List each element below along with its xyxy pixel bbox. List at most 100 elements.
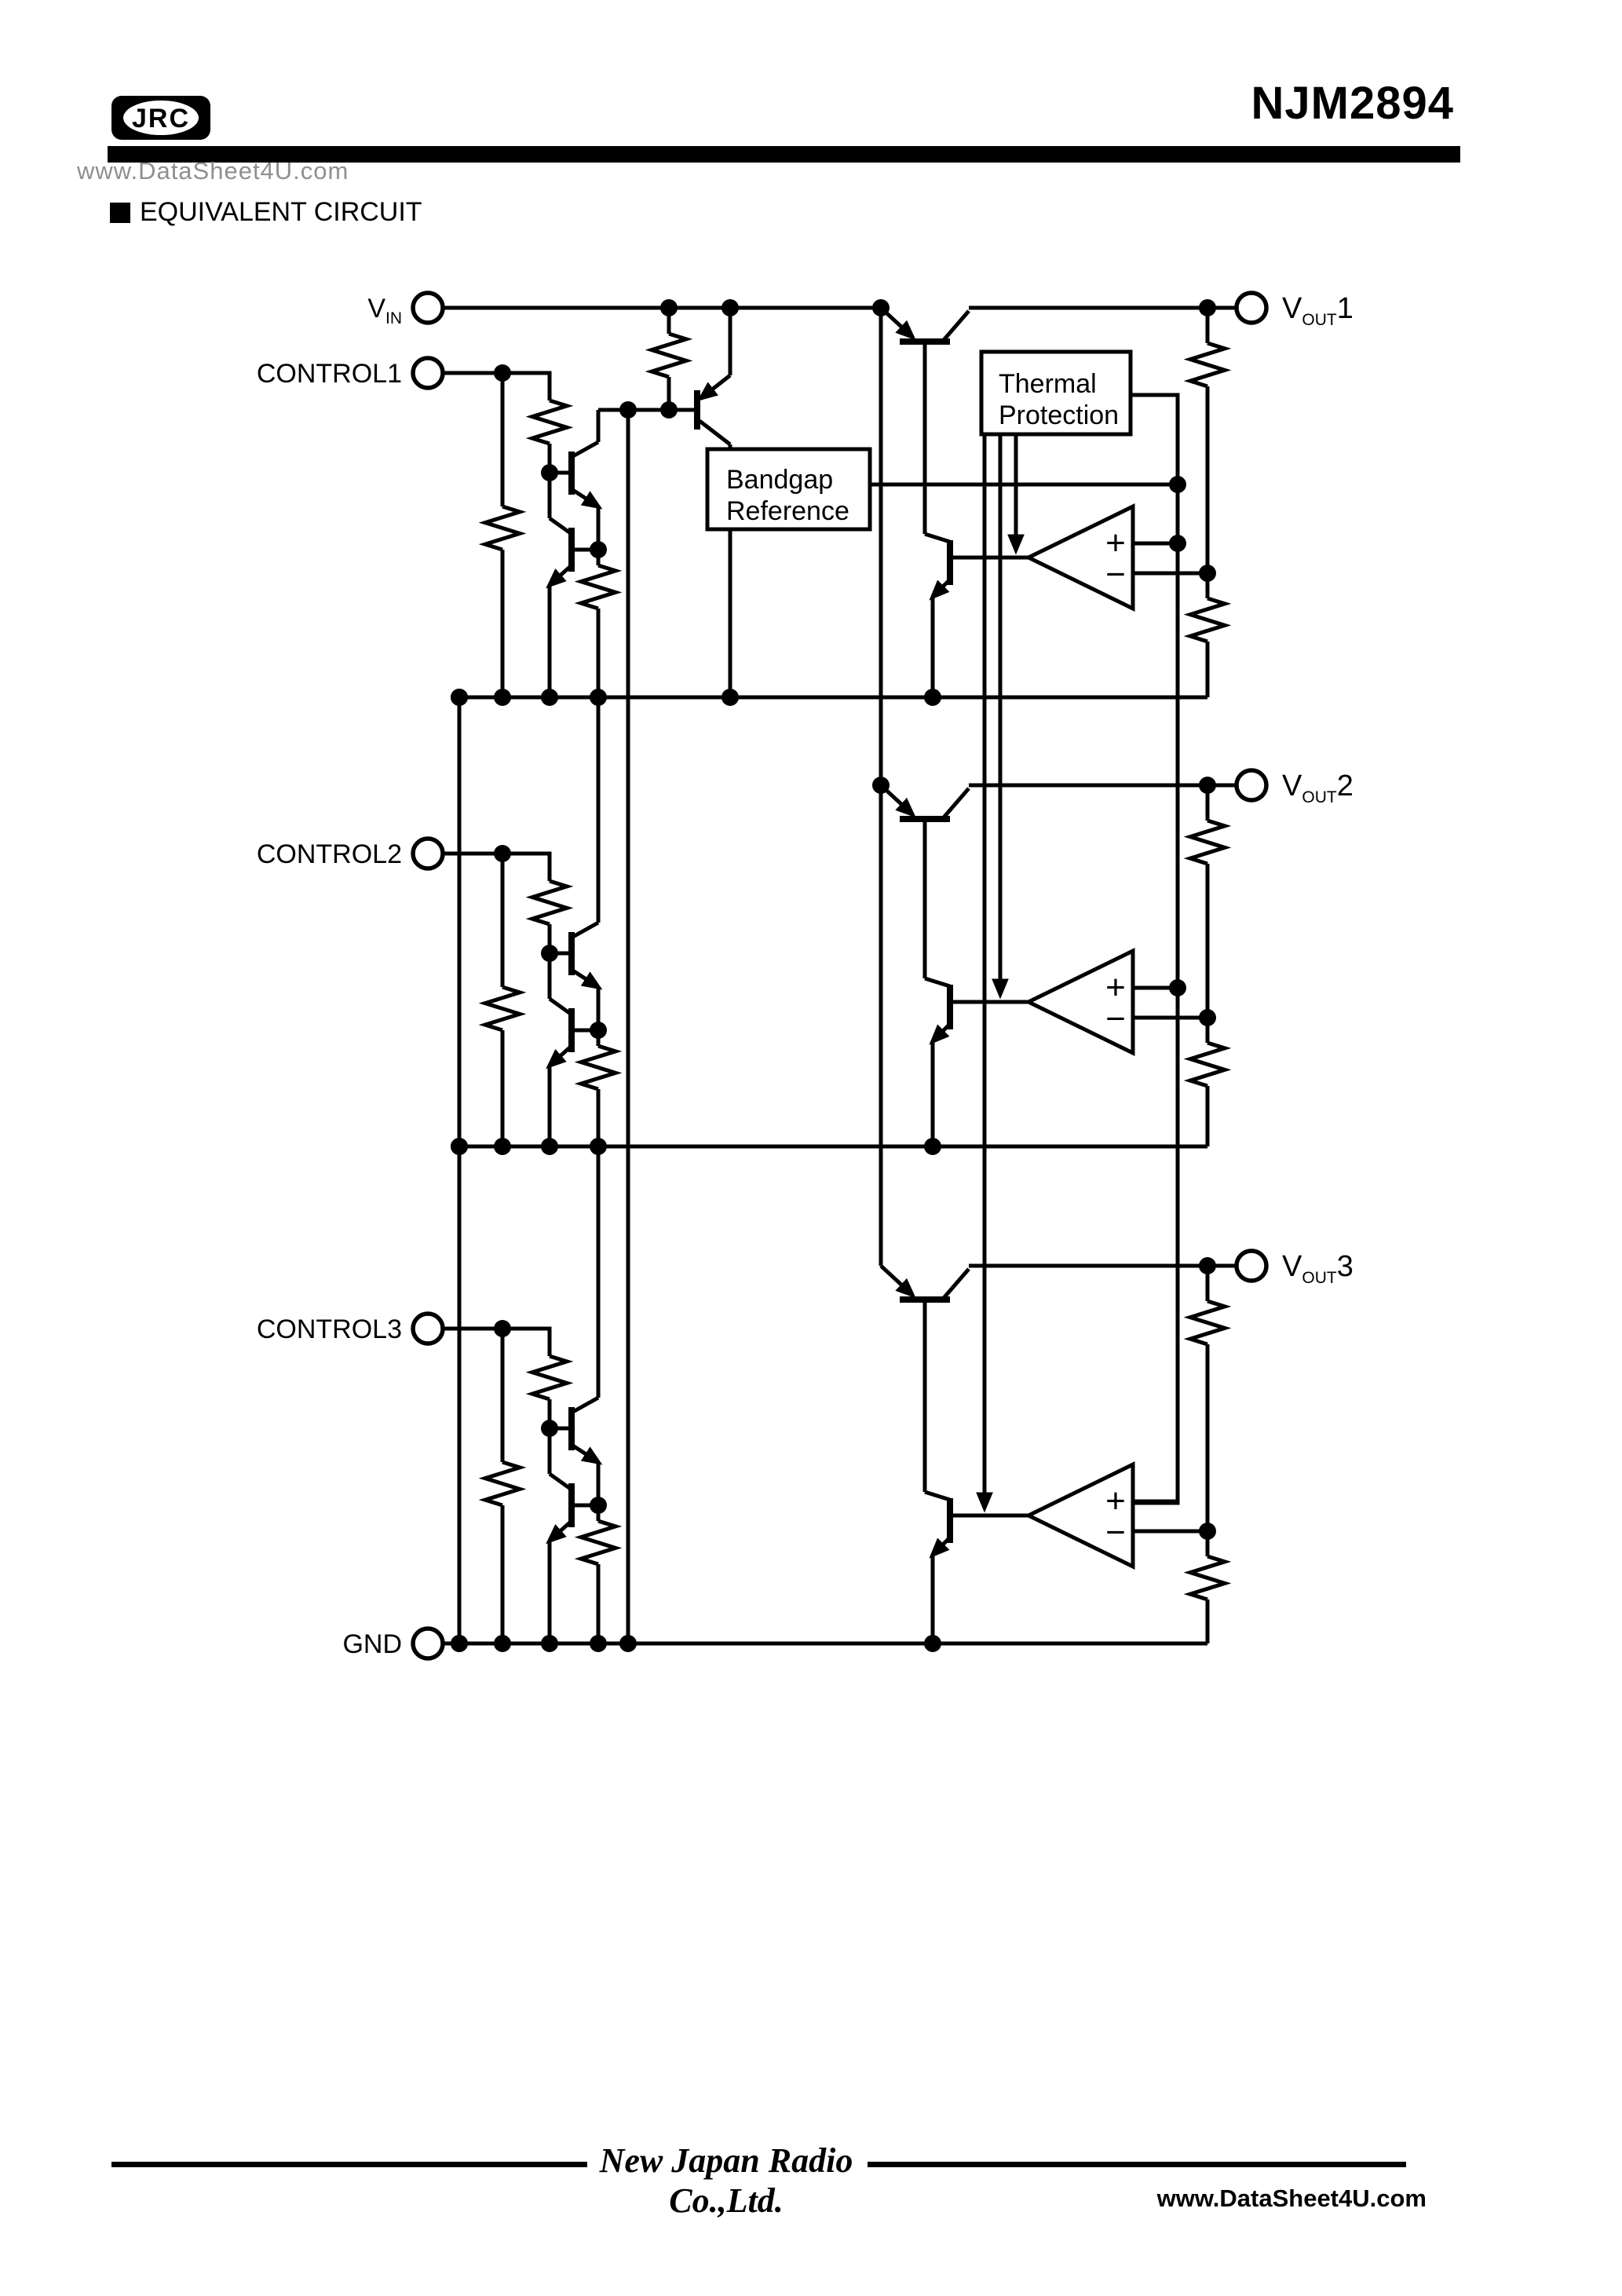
- junction-dot: [590, 689, 607, 706]
- opamp-triangle: [1024, 947, 1135, 1057]
- resistors: [478, 331, 1232, 1602]
- opamp-plus-sign: +: [1105, 524, 1126, 562]
- thermal-protection-box: [979, 349, 1133, 437]
- watermark-text: www.DataSheet4U.com: [77, 157, 349, 185]
- vin-label: VIN: [367, 294, 402, 327]
- junction-dot: [1169, 979, 1186, 996]
- transistor-bars: [568, 338, 953, 1543]
- wire: [942, 1267, 970, 1300]
- junction-dot: [1199, 1523, 1216, 1540]
- junction-dot: [590, 541, 607, 558]
- junction-dot: [451, 689, 468, 706]
- opamp-plus-sign: +: [1105, 1482, 1126, 1520]
- junction-dot: [872, 777, 890, 794]
- part-number: NJM2894: [1251, 78, 1454, 129]
- junction-dot: [924, 1138, 941, 1155]
- junction-dot: [660, 299, 678, 316]
- junction-dot: [590, 1138, 607, 1155]
- resistor: [574, 1519, 623, 1567]
- opamp-minus-sign: −: [1105, 1513, 1126, 1552]
- square-bullet-icon: [110, 202, 130, 223]
- jrc-logo-text: JRC: [132, 104, 190, 133]
- wire: [443, 1326, 552, 1356]
- junction-dot: [1169, 535, 1186, 552]
- wire: [548, 1472, 573, 1492]
- junction-dot: [541, 1138, 558, 1155]
- transistor-arrows: [546, 306, 1025, 1559]
- wire: [443, 371, 552, 400]
- wire: [548, 996, 573, 1017]
- junction-dot: [721, 689, 739, 706]
- resistor: [1183, 1299, 1232, 1347]
- junction-dot: [494, 1138, 511, 1155]
- junction-dot: [541, 464, 558, 481]
- wire: [1131, 393, 1180, 484]
- terminal-circle: [411, 836, 445, 871]
- wires: [443, 305, 1237, 1646]
- resistor: [525, 398, 574, 446]
- thermal-label-line2: Protection: [999, 400, 1119, 430]
- footer-website: www.DataSheet4U.com: [1156, 2184, 1427, 2212]
- footer-rule-left: [111, 2162, 587, 2167]
- resistor: [1183, 1554, 1232, 1602]
- opamp-plus-sign: +: [1105, 968, 1126, 1007]
- arrow-wire: [546, 1519, 573, 1545]
- resistor: [574, 1044, 623, 1091]
- junction-dot: [1199, 565, 1216, 582]
- wire: [1133, 484, 1180, 1505]
- junction-dot: [541, 1420, 558, 1437]
- junction-dot: [494, 1320, 511, 1337]
- wire: [698, 419, 732, 446]
- junction-dot: [494, 1635, 511, 1652]
- resistor: [525, 1354, 574, 1402]
- vout2-label: VOUT2: [1282, 770, 1353, 806]
- resistor: [478, 985, 527, 1033]
- junction-dot: [590, 1635, 607, 1652]
- junction-dot: [541, 689, 558, 706]
- junction-dot: [619, 401, 637, 419]
- opamp-minus-sign: −: [1105, 555, 1126, 594]
- junction-dot: [924, 689, 941, 706]
- opamp-minus-sign: −: [1105, 1000, 1126, 1038]
- arrow-wire: [570, 487, 603, 510]
- wire: [548, 516, 573, 536]
- resistor: [1183, 341, 1232, 389]
- junction-dot: [1199, 1257, 1216, 1274]
- junction-dot: [1199, 299, 1216, 316]
- wire: [570, 440, 600, 459]
- function-blocks: [705, 349, 1133, 532]
- resistor: [478, 504, 527, 552]
- opamp-triangle: [1024, 503, 1135, 612]
- junction-dot: [924, 1635, 941, 1652]
- arrow-wire: [929, 578, 952, 601]
- section-title: EQUIVALENT CIRCUIT: [140, 197, 422, 227]
- arrow-wire: [546, 1044, 573, 1069]
- opamp-signs: +−+−+−: [1105, 524, 1126, 1552]
- vout1-label: VOUT1: [1282, 292, 1353, 329]
- junction-dot: [660, 401, 678, 419]
- terminal-circle: [411, 356, 445, 390]
- control2-label: CONTROL2: [257, 839, 402, 869]
- junction-dot: [451, 1138, 468, 1155]
- footer-rule-right: [868, 2162, 1406, 2167]
- terminal-circle: [411, 291, 445, 325]
- wire: [570, 1395, 600, 1415]
- terminal-circle: [1234, 291, 1269, 325]
- wire: [443, 851, 552, 881]
- vout3-label: VOUT3: [1282, 1250, 1353, 1287]
- wire: [924, 532, 951, 544]
- arrow-wire: [929, 1022, 952, 1045]
- terminal-circles: [411, 291, 1269, 1661]
- opamp-triangles: [1024, 503, 1135, 1570]
- wire: [570, 920, 600, 940]
- junction-dot: [1199, 1009, 1216, 1026]
- wire: [942, 787, 970, 819]
- gnd-label: GND: [342, 1629, 402, 1659]
- thermal-label-line1: Thermal: [999, 369, 1097, 399]
- junction-dot: [541, 1635, 558, 1652]
- arrow-wire: [546, 564, 573, 589]
- junction-dot: [451, 1635, 468, 1652]
- junction-dot: [590, 1022, 607, 1039]
- wire: [942, 309, 970, 342]
